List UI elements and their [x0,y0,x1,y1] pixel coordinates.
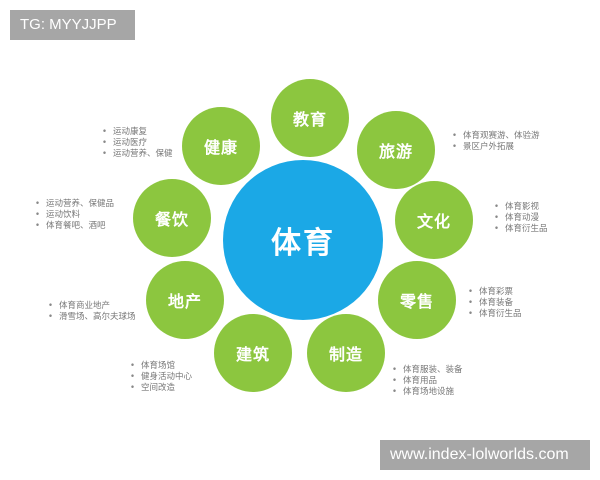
notes-tourism: 体育观赛游、体验游 景区户外拓展 [452,131,540,153]
notes-health: 运动康复 运动医疗 运动营养、保健 [102,127,173,160]
note-item: 运动医疗 [102,138,173,149]
note-item: 空间改造 [130,383,192,394]
note-item: 体育餐吧、酒吧 [35,221,114,232]
note-item: 体育彩票 [468,287,522,298]
notes-catering: 运动营养、保健品 运动饮料 体育餐吧、酒吧 [35,199,114,232]
note-item: 体育影视 [494,202,548,213]
notes-real-estate: 体育商业地产 滑雪场、高尔夫球场 [48,301,136,323]
note-item: 运动康复 [102,127,173,138]
node-culture: 文化 [395,181,473,259]
watermark-bottom-right: www.index-lolworlds.com [380,440,590,470]
notes-construction: 体育场馆 健身活动中心 空间改造 [130,361,192,394]
note-item: 体育商业地产 [48,301,136,312]
node-education: 教育 [271,79,349,157]
note-item: 运动营养、保健 [102,149,173,160]
note-item: 体育衍生品 [468,309,522,320]
note-item: 体育动漫 [494,213,548,224]
note-item: 体育衍生品 [494,224,548,235]
node-retail: 零售 [378,261,456,339]
watermark-top-left: TG: MYYJJPP [10,10,135,40]
notes-retail: 体育彩票 体育装备 体育衍生品 [468,287,522,320]
note-item: 健身活动中心 [130,372,192,383]
node-real-estate: 地产 [146,261,224,339]
node-catering: 餐饮 [133,179,211,257]
note-item: 体育场馆 [130,361,192,372]
notes-culture: 体育影视 体育动漫 体育衍生品 [494,202,548,235]
note-item: 体育装备 [468,298,522,309]
node-construction: 建筑 [214,314,292,392]
note-item: 运动营养、保健品 [35,199,114,210]
note-item: 运动饮料 [35,210,114,221]
note-item: 滑雪场、高尔夫球场 [48,312,136,323]
note-item: 景区户外拓展 [452,142,540,153]
center-node-sports: 体育 [223,160,383,320]
node-manufacturing: 制造 [307,314,385,392]
note-item: 体育用品 [392,376,463,387]
note-item: 体育场地设施 [392,387,463,398]
notes-manufacturing: 体育服装、装备 体育用品 体育场地设施 [392,365,463,398]
note-item: 体育服装、装备 [392,365,463,376]
node-tourism: 旅游 [357,111,435,189]
node-health: 健康 [182,107,260,185]
note-item: 体育观赛游、体验游 [452,131,540,142]
